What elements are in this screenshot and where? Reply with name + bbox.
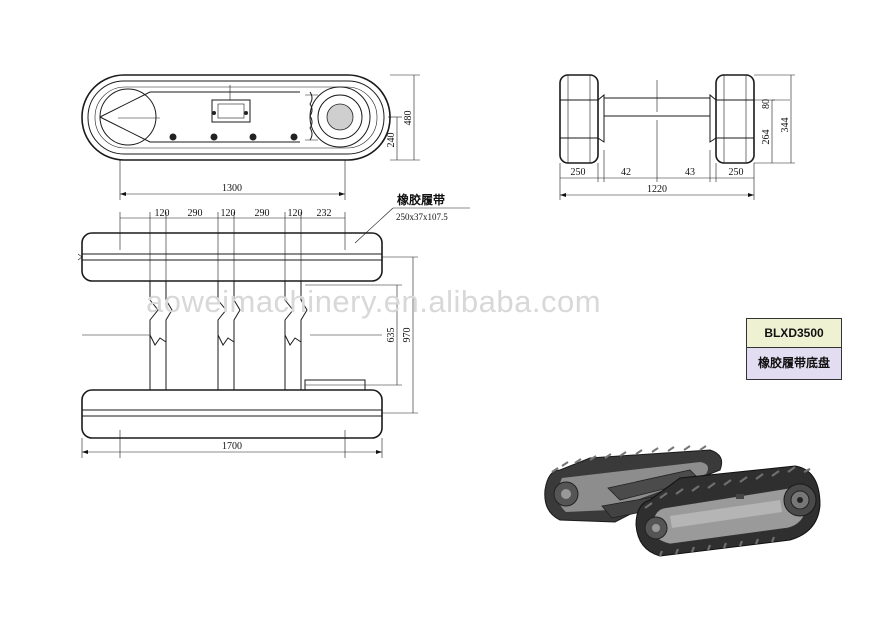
top-view: 120 290 120 290 120 232 1700 635 970 bbox=[77, 208, 418, 458]
dim-front-left: 250 bbox=[571, 167, 586, 178]
front-view: 250 42 43 250 1220 80 264 344 bbox=[559, 74, 795, 200]
dim-front-h-small: 80 bbox=[761, 99, 772, 109]
dim-segment: 290 bbox=[255, 208, 270, 219]
dim-segment: 232 bbox=[317, 208, 332, 219]
callout-spec: 250x37x107.5 bbox=[396, 212, 448, 222]
dim-front-right: 250 bbox=[729, 167, 744, 178]
dim-front-mid-left: 42 bbox=[621, 167, 631, 178]
dim-side-height-outer: 480 bbox=[403, 111, 414, 126]
dim-front-h-mid: 264 bbox=[761, 130, 772, 145]
front-track bbox=[635, 465, 821, 557]
model-label-box: BLXD3500 橡胶履带底盘 bbox=[746, 318, 842, 380]
dim-top-total-length: 1700 bbox=[222, 441, 242, 452]
top-segment-dimensions: 120 290 120 290 120 232 bbox=[155, 208, 332, 219]
dim-front-total: 1220 bbox=[647, 184, 667, 195]
dim-top-inner-width: 635 bbox=[386, 328, 397, 343]
dim-segment: 120 bbox=[155, 208, 170, 219]
dim-front-mid-right: 43 bbox=[685, 167, 695, 178]
dim-front-h-large: 344 bbox=[780, 118, 791, 133]
dim-segment: 290 bbox=[188, 208, 203, 219]
dim-side-length: 1300 bbox=[222, 183, 242, 194]
watermark: aoweimachinery.en.alibaba.com bbox=[146, 284, 601, 319]
model-name: 橡胶履带底盘 bbox=[747, 348, 841, 379]
dim-segment: 120 bbox=[288, 208, 303, 219]
dim-side-height-inner: 240 bbox=[386, 133, 397, 148]
model-code: BLXD3500 bbox=[747, 319, 841, 348]
track-callout: 橡胶履带 250x37x107.5 bbox=[354, 192, 470, 244]
side-view: 1300 480 240 bbox=[81, 74, 420, 200]
dim-top-outer-width: 970 bbox=[402, 328, 413, 343]
dim-segment: 120 bbox=[221, 208, 236, 219]
callout-title: 橡胶履带 bbox=[397, 192, 445, 207]
chassis-render bbox=[544, 445, 821, 557]
